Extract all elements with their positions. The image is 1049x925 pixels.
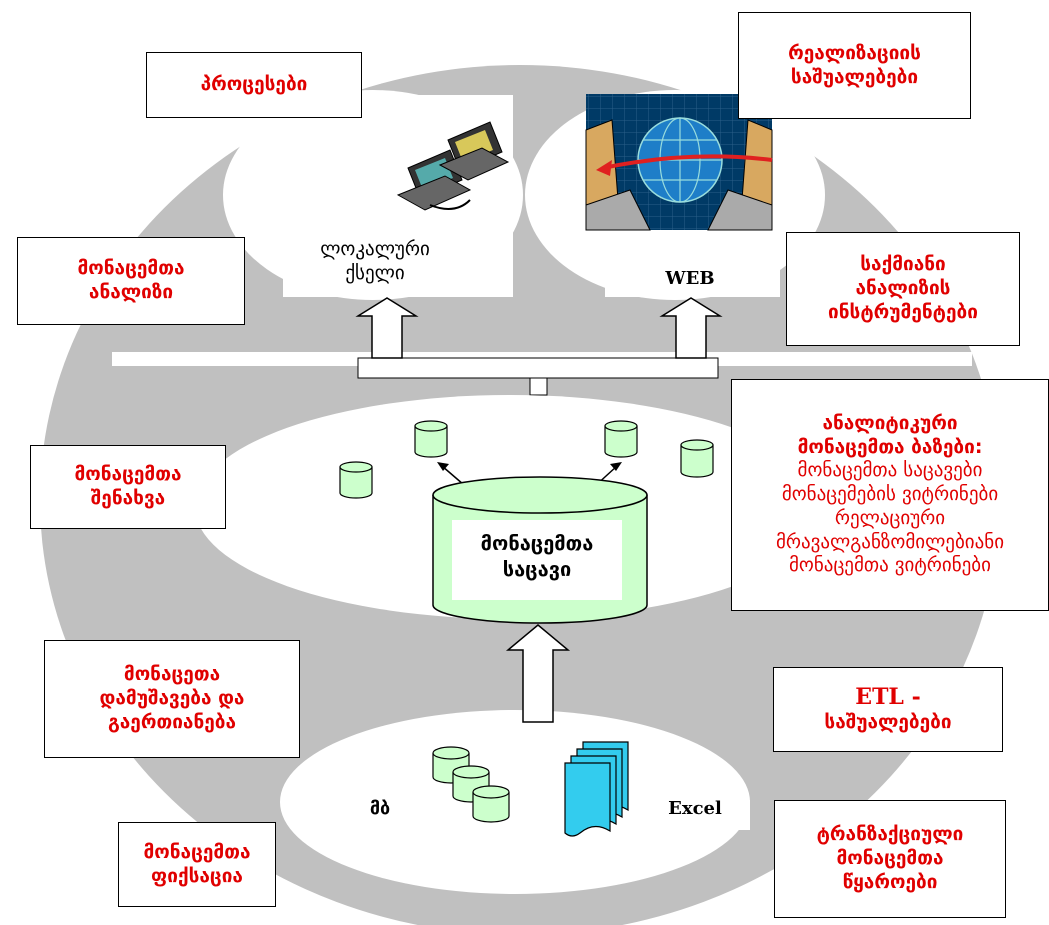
arrow-up-local (355, 297, 419, 359)
realization-tools-line: საშუალებები (790, 65, 919, 88)
sources-ellipse (280, 710, 750, 894)
warehouse-line: საცავი (502, 557, 572, 581)
analytical-db-heading: მონაცემთა ბაზები: (797, 435, 983, 458)
business-tools-line: ინსტრუმენტები (828, 300, 978, 323)
transactional-sources-line: წყაროები (842, 870, 938, 893)
analytical-db-item: მონაცემების ვიტრინები (781, 483, 999, 506)
db-label: მბ (369, 798, 391, 819)
transactional-sources-line: ტრანზაქციული (816, 823, 964, 846)
excel-label: Excel (668, 798, 722, 819)
data-mart-cylinder (339, 461, 373, 499)
arrowhead (437, 462, 449, 471)
processes-box: პროცესები (146, 52, 362, 118)
etl-line: საშუალებები (824, 711, 952, 734)
warehouse-line: მონაცემთა (480, 531, 594, 555)
data-analysis-line: ანალიზი (88, 281, 174, 303)
local-network-line: ქსელი (345, 261, 405, 284)
document-stack-icon (564, 741, 629, 837)
network-computers-icon (396, 121, 510, 211)
data-storage-line: მონაცემთა (74, 463, 182, 486)
data-mart-cylinder (680, 439, 714, 478)
realization-tools-box: რეალიზაციის საშუალებები (738, 12, 971, 119)
analytical-db-heading: ანალიტიკური (822, 411, 958, 434)
distribution-bar (357, 357, 719, 379)
arrow-up-web (659, 297, 723, 359)
data-fixation-line: მონაცემთა (143, 840, 251, 863)
analytical-db-box: ანალიტიკური მონაცემთა ბაზები: მონაცემთა … (731, 379, 1049, 611)
data-processing-line: გაერთიანება (107, 710, 237, 733)
business-tools-line: საქმიანი (860, 253, 946, 276)
data-storage-line: შენახვა (90, 487, 166, 509)
etl-box: ETL - საშუალებები (773, 667, 1003, 752)
local-network-label: ლოკალური ქსელი (300, 238, 450, 286)
data-processing-line: მონაცეთა (123, 663, 221, 686)
bus-connector (529, 377, 548, 396)
data-fixation-line: ფიქსაცია (151, 864, 243, 887)
warehouse-cylinder (432, 476, 648, 624)
data-storage-box: მონაცემთა შენახვა (30, 445, 226, 529)
data-analysis-line: მონაცემთა (77, 257, 185, 280)
warehouse-label: მონაცემთა საცავი (452, 530, 622, 582)
arrow-up-warehouse (505, 624, 571, 723)
processes-text: პროცესები (200, 73, 308, 96)
analytical-db-item: მონაცემთა ვიტრინები (789, 554, 991, 577)
data-analysis-box: მონაცემთა ანალიზი (17, 237, 245, 325)
business-tools-line: ანალიზის (855, 277, 951, 300)
web-label: WEB (665, 268, 715, 289)
data-mart-cylinder (604, 420, 638, 458)
realization-tools-line: რეალიზაციის (788, 41, 921, 64)
analytical-db-item: რელაციური (834, 506, 946, 529)
transactional-sources-line: მონაცემთა (836, 847, 944, 870)
local-network-line: ლოკალური (320, 238, 430, 260)
business-tools-box: საქმიანი ანალიზის ინსტრუმენტები (786, 232, 1020, 346)
sources-patch (735, 800, 750, 830)
analytical-db-item: მრავალგანზომილებიანი (775, 530, 1005, 553)
data-processing-line: დამუშავება და (99, 687, 245, 710)
data-fixation-box: მონაცემთა ფიქსაცია (118, 822, 276, 907)
data-processing-box: მონაცეთა დამუშავება და გაერთიანება (44, 640, 300, 758)
data-mart-cylinder (414, 420, 448, 458)
arrowhead (610, 462, 622, 471)
transactional-sources-box: ტრანზაქციული მონაცემთა წყაროები (774, 800, 1006, 918)
db-cylinder (472, 785, 510, 823)
etl-line: ETL - (855, 683, 921, 710)
analytical-db-item: მონაცემთა საცავები (797, 459, 983, 482)
